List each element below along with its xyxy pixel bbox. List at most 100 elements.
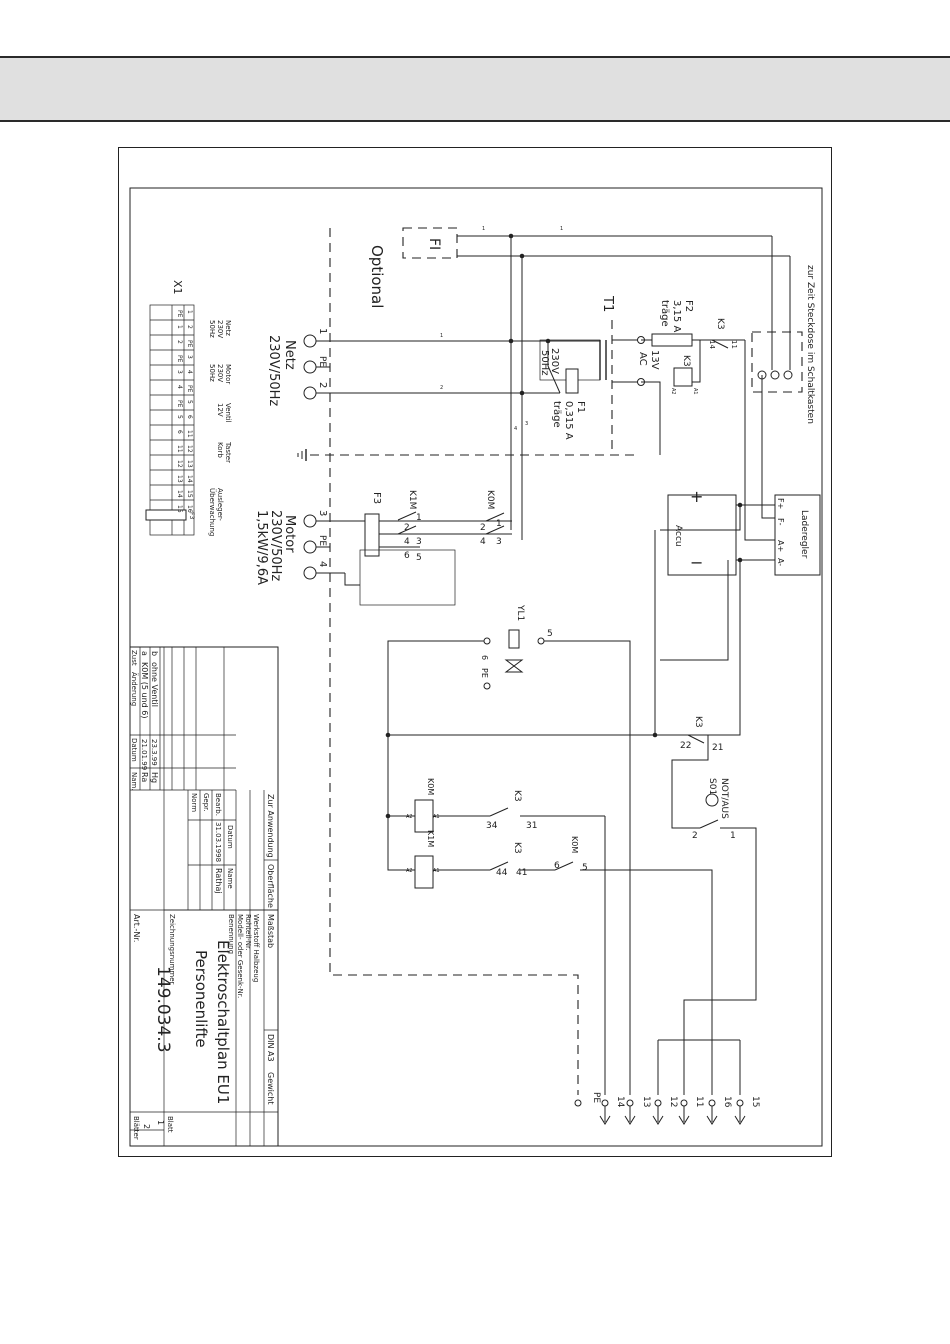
- inner-frame: [129, 187, 823, 1147]
- lr-a-plus: A+: [776, 540, 785, 552]
- fuse-f3: [364, 513, 380, 557]
- wire-number: 3: [525, 421, 528, 427]
- tb-modell: Modell- oder Gesenk-Nr.: [236, 914, 244, 998]
- motor-t1-label: 3: [317, 510, 328, 516]
- motor-t3-label: 4: [317, 561, 328, 567]
- k0m-c4: 4: [480, 537, 486, 547]
- wire-number: 4: [514, 426, 517, 432]
- k0m-coil-a1: A1: [433, 814, 440, 820]
- wire-number: 1: [560, 226, 563, 232]
- k3-relay-name: K3: [681, 355, 691, 367]
- tb-gepr: Gepr.: [202, 793, 210, 812]
- tb-rev-b: b: [150, 651, 159, 656]
- k1m-coil-a1: A1: [433, 868, 440, 874]
- tb-rev-a-date: 21.01.99: [140, 739, 148, 770]
- transformer-primary-f: 50Hz: [539, 350, 550, 376]
- socket-box: [751, 331, 803, 393]
- tb-blaetter-label: Blätter: [132, 1116, 140, 1140]
- lr-a-minus: A-: [776, 558, 785, 566]
- tb-zeichnungsnummer: Zeichnungsnummer: [168, 914, 176, 985]
- k1m-name: K1M: [407, 490, 417, 509]
- wire-number: 2: [440, 385, 443, 391]
- tb-name-head: Name: [226, 868, 234, 889]
- x1-f3: F3: [188, 512, 195, 519]
- x1-name: X1: [171, 280, 184, 295]
- optional-label: Optional: [368, 245, 386, 308]
- netz-t3-label: 2: [317, 382, 328, 388]
- k3-c31-name: K3: [512, 790, 522, 802]
- tb-title1: Elektroschaltplan EU1: [214, 940, 232, 1104]
- x1-t: 13: [186, 460, 193, 468]
- bt-12: 12: [668, 1096, 678, 1107]
- title-block: [129, 646, 279, 1147]
- wire-number: 1: [482, 226, 485, 232]
- k0m-c2: 2: [480, 523, 486, 533]
- accu-plus: +: [690, 487, 703, 506]
- x1-dividers: [150, 319, 194, 501]
- x1-g: Taster: [224, 441, 232, 463]
- k0m-c5-b: 6: [554, 861, 560, 871]
- x1-t: 1: [176, 325, 183, 329]
- optional-boundary: [329, 228, 579, 1095]
- x1-t: 1: [186, 310, 193, 314]
- transformer-primary-v: 230V: [549, 348, 560, 374]
- x1-t: 12: [186, 445, 193, 453]
- tb-art-nr: Art.-Nr.: [132, 914, 141, 942]
- x1-t: 2: [176, 340, 183, 344]
- drawing-sheet: [118, 147, 832, 1157]
- k0m-name: K0M: [485, 490, 495, 509]
- k0m-coil-a2: A2: [406, 814, 413, 820]
- accu-box: [667, 494, 737, 576]
- tb-bearb-name: Rathaj: [214, 868, 223, 894]
- k1m-coil-name: K1M: [426, 830, 435, 847]
- netz-terminal-2: [303, 386, 317, 400]
- tb-zust: Zust: [130, 650, 138, 666]
- x1-t: 11: [176, 445, 183, 453]
- notaus-1: 1: [730, 831, 736, 841]
- bt-16: 16: [722, 1096, 732, 1108]
- f2-name: F2: [683, 300, 694, 312]
- x1-t: 4: [176, 385, 183, 389]
- accu-minus: −: [690, 553, 703, 572]
- lr-f-plus: F+: [776, 498, 785, 509]
- x1-g: 230V: [216, 364, 224, 382]
- tb-rev-a-text: K0M (5 und 6): [140, 662, 149, 719]
- k1m-c4: 4: [404, 537, 410, 547]
- transformer-secondary: 13V: [649, 350, 660, 370]
- notaus-name: NOT/AUS: [719, 778, 729, 819]
- tb-oberflaeche: Oberfläche: [266, 864, 275, 908]
- x1-t: 15: [186, 490, 193, 498]
- k0m-c1: 1: [496, 519, 502, 529]
- tb-datum: Datum: [130, 738, 138, 762]
- motor-title: Motor: [282, 515, 297, 553]
- k3-c41-name: K3: [512, 842, 522, 854]
- tb-rohteil: Rohteil-Nr.: [244, 914, 252, 950]
- k0m-coil-name: K0M: [426, 778, 435, 795]
- k1m-c6: 6: [404, 551, 410, 561]
- bottom-terminal-row: [574, 1099, 746, 1125]
- tb-werkstoff: Werkstoff Halbzeug: [252, 914, 260, 982]
- yl1-6: 6: [480, 655, 489, 660]
- k3-top-11: 11: [730, 340, 738, 349]
- k1m-c1: 1: [416, 513, 422, 523]
- f1-type: träge: [551, 401, 562, 428]
- header-band: [0, 56, 950, 122]
- k1m-c5: 5: [416, 553, 422, 563]
- x1-t: PE: [176, 310, 183, 318]
- k1m-c2: 2: [404, 523, 410, 533]
- transformer-secondary-type: AC: [637, 352, 648, 366]
- tb-blaetter: 2: [142, 1124, 151, 1129]
- x1-g: Ventil: [224, 403, 232, 423]
- x1-g: Korb: [216, 442, 224, 458]
- motor-t2-label: PE: [317, 535, 327, 546]
- motor-terminal-pe: [303, 540, 317, 554]
- f1-name: F1: [575, 401, 586, 413]
- x1-terminal-labels: 1 2 PE 3 4 PE 5 6 11 12 13 14 15 16 PE 1…: [176, 310, 193, 513]
- tb-nam: Nam.: [130, 772, 138, 791]
- motor-spec: 230V/50Hz: [268, 510, 283, 581]
- x1-g: 12V: [216, 403, 224, 417]
- x1-t: 13: [176, 475, 183, 483]
- x1-t: PE: [186, 385, 193, 393]
- tb-datum-head: Datum: [226, 825, 234, 849]
- k1m-coil-a2: A2: [406, 868, 413, 874]
